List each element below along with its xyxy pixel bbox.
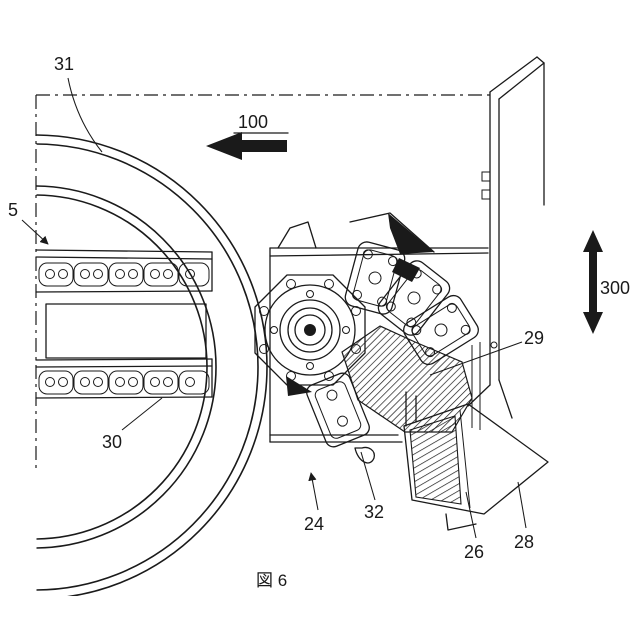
leader-26 <box>465 491 477 539</box>
gearbox-housing <box>269 212 489 443</box>
leader-32 <box>360 451 376 501</box>
mounting-plate-1 <box>344 241 406 315</box>
direction-arrow-100 <box>206 132 289 160</box>
figure-caption: 図 6 <box>256 571 287 590</box>
ref-label-32: 32 <box>364 502 384 522</box>
ref-label-24: 24 <box>304 514 324 534</box>
ref-label-29: 29 <box>524 328 544 348</box>
lower-bracket <box>306 372 370 448</box>
ref-label-30: 30 <box>102 432 122 452</box>
leader-29 <box>429 341 523 376</box>
ring-drum-arcs <box>36 134 268 596</box>
ref-label-31: 31 <box>54 54 74 74</box>
ref-label-100: 100 <box>238 112 268 132</box>
chain-frame <box>45 303 207 359</box>
discharge-chute <box>403 391 549 531</box>
plate-shadow-wedges <box>286 258 420 396</box>
ref-label-26: 26 <box>464 542 484 562</box>
ref-label-300: 300 <box>600 278 630 298</box>
leader-28 <box>517 481 527 529</box>
leader-24 <box>308 472 319 511</box>
leader-lines <box>21 77 527 539</box>
hatched-rotor-region <box>341 325 481 433</box>
leader-5 <box>21 219 49 245</box>
leader-30 <box>121 397 163 431</box>
motion-arrow-300 <box>583 230 603 334</box>
leader-31 <box>67 77 103 153</box>
upper-chain-links <box>38 262 210 287</box>
lower-chain-links <box>38 370 210 395</box>
lower-chain-track <box>35 358 213 399</box>
ref-label-28: 28 <box>514 532 534 552</box>
section-boundary-lines <box>35 94 492 470</box>
hook-part <box>354 446 375 464</box>
upper-chain-track <box>35 249 213 293</box>
ref-label-5: 5 <box>8 200 18 220</box>
side-panel <box>467 56 545 419</box>
mounting-plate-2 <box>377 260 451 336</box>
drive-hub <box>254 274 366 386</box>
